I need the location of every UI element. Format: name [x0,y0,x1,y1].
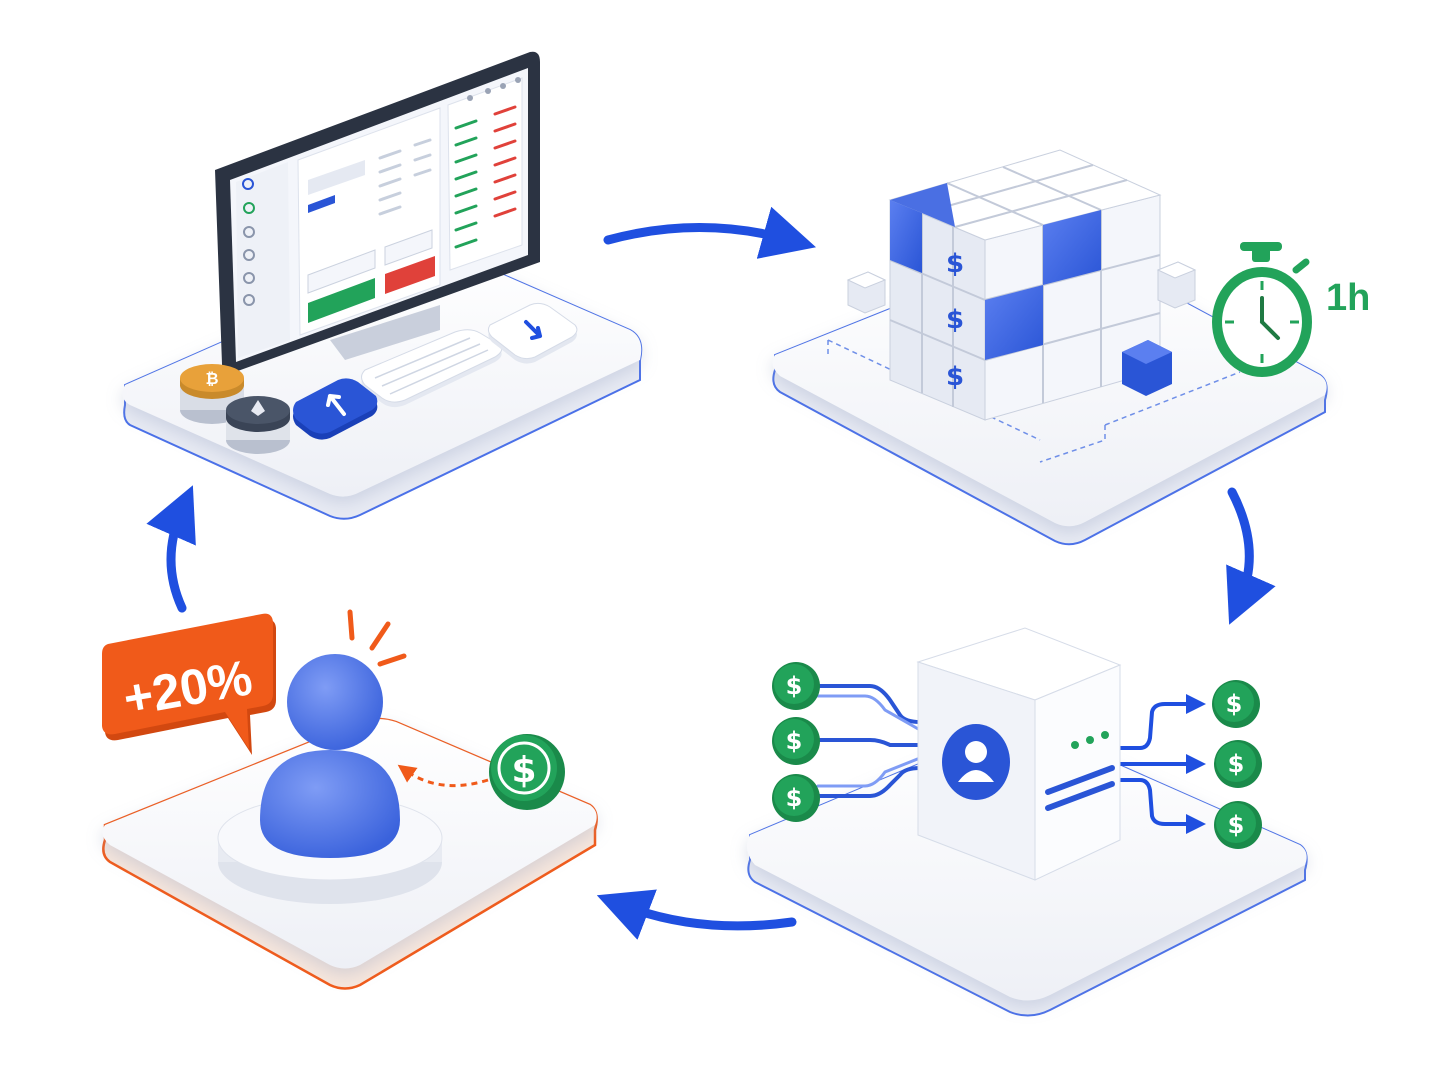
dollar-coin-icon: $ [1214,801,1262,849]
cubes-platform: $ $ $ [772,149,1370,546]
svg-text:$: $ [786,784,803,812]
buy-button[interactable] [308,278,375,323]
dollar-coin-icon: $ [1214,740,1262,788]
screen-field-4 [384,229,433,266]
server-slot [1045,765,1115,795]
bitcoin-coin-stack: ₿ [180,364,244,424]
up-arrow-key[interactable] [293,378,378,440]
trading-platform: ₿ [122,51,643,520]
bitcoin-coin-icon [180,364,244,392]
blue-cube [890,200,922,273]
blue-cube [1043,210,1101,285]
screen-field-1 [308,160,365,195]
reward-transfer-arrow [397,764,489,788]
dollar-coin-icon: $ [772,717,820,765]
arrow-cubes-to-server [1226,487,1276,625]
arrow-server-to-user [596,889,797,940]
ethereum-coin-stack [226,396,290,454]
dollar-coin-icon: $ [772,774,820,822]
arrow-down-icon [524,320,542,340]
dollar-sign: $ [946,249,964,279]
blue-cube [985,285,1043,360]
user-icon [942,724,1010,800]
dollar-coin-icon: $ [1212,680,1260,728]
sell-button[interactable] [385,256,435,294]
small-cube [1156,261,1197,309]
dollar-coin-icon: $ [772,662,820,710]
dollar-sign: $ [946,305,964,335]
user-platform: +20% $ [102,609,598,990]
cycle-arrows [146,206,1276,940]
small-cube [846,271,887,314]
blue-cube [890,183,955,227]
down-arrow-key[interactable] [487,302,578,364]
svg-text:$: $ [786,727,803,755]
status-dots [1071,731,1109,749]
dollar-coin-icon: $ [489,734,565,810]
monitor-stand [330,305,440,360]
svg-text:$: $ [1228,750,1245,778]
dollar-sign: $ [946,362,964,392]
arrow-up-icon [326,394,346,416]
screen-field-2 [308,195,335,213]
svg-text:$: $ [1228,811,1245,839]
cube-block: $ $ $ [888,149,1162,421]
svg-text:$: $ [786,672,803,700]
screen-field-3 [307,249,376,294]
input-wires [816,684,922,798]
svg-text:$: $ [511,750,536,791]
sidebar-icons [242,178,255,306]
keyboard[interactable] [361,329,503,408]
server-platform: $ $ $ $ $ $ [746,627,1308,1017]
ladder-bids [454,119,478,249]
ladder-asks [493,105,517,218]
arrow-trading-to-cubes [603,206,817,259]
svg-text:$: $ [1226,690,1243,718]
server-slot [1045,781,1115,811]
server-box [916,627,1122,881]
monitor [215,51,540,373]
excitement-marks [347,609,407,667]
screen-sidebar [236,162,290,358]
arrow-user-to-trading [146,485,196,613]
small-blue-cube [1122,340,1172,396]
user-icon [260,654,400,858]
percent-badge: +20% [102,613,276,755]
timer-label: 1h [1326,277,1370,319]
order-book-lines [378,138,432,216]
output-wires [1118,694,1206,834]
price-ladder [447,77,523,271]
screen-window-dots [467,77,521,101]
stopwatch-icon [1212,242,1312,377]
svg-text:₿: ₿ [205,370,218,388]
